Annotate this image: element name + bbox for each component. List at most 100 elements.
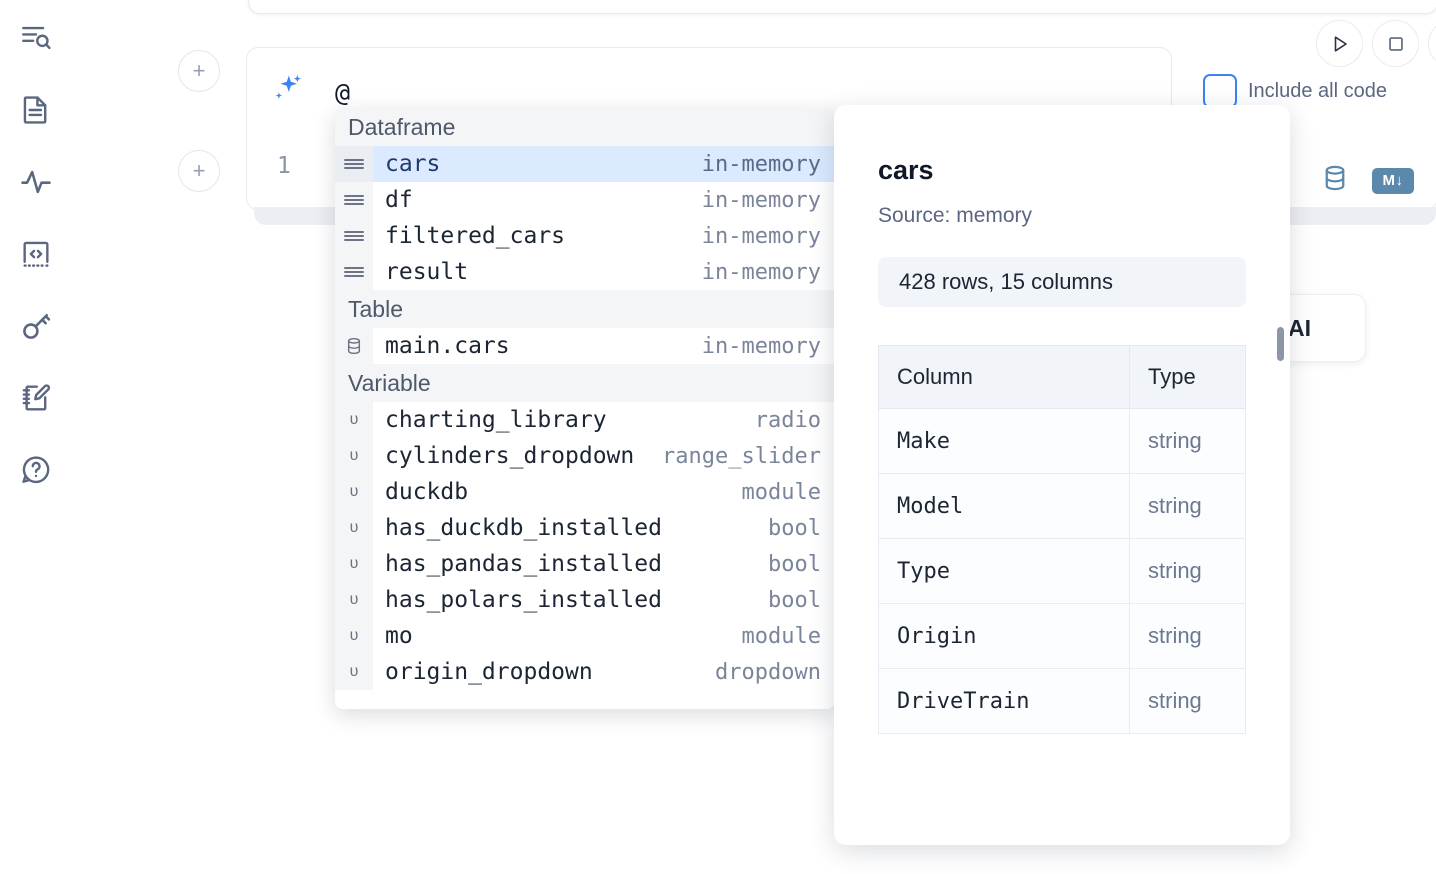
code-snippets-icon[interactable]	[16, 234, 56, 274]
autocomplete-item[interactable]: υ has_pandas_installed bool	[335, 546, 835, 582]
autocomplete-group-header: Dataframe	[335, 108, 835, 146]
dataframe-icon	[335, 182, 373, 218]
include-all-code-checkbox[interactable]: Include all code	[1203, 74, 1387, 108]
variable-icon: υ	[335, 654, 373, 690]
ai-action-label: AI	[1288, 314, 1311, 341]
table-cell-column: Model	[878, 473, 1130, 539]
autocomplete-item-type: in-memory	[701, 151, 821, 177]
autocomplete-item-type: bool	[768, 551, 821, 577]
autocomplete-item-name: filtered_cars	[385, 223, 566, 249]
database-icon[interactable]	[1320, 163, 1350, 198]
variable-icon: υ	[335, 474, 373, 510]
variable-icon: υ	[335, 438, 373, 474]
dataframe-icon	[335, 254, 373, 290]
autocomplete-item[interactable]: filtered_cars in-memory	[335, 218, 835, 254]
dataframe-icon	[335, 218, 373, 254]
autocomplete-item-name: df	[385, 187, 413, 213]
autocomplete-item-type: in-memory	[701, 187, 821, 213]
autocomplete-item-type: module	[741, 623, 821, 649]
table-column-header: Type	[1129, 345, 1246, 409]
detail-shape-badge: 428 rows, 15 columns	[878, 257, 1246, 307]
detail-title: cars	[878, 155, 934, 185]
autocomplete-item-type: bool	[768, 515, 821, 541]
autocomplete-item-name: cars	[385, 151, 441, 177]
notebook-file-icon[interactable]	[16, 90, 56, 130]
autocomplete-group-header: Variable	[335, 364, 835, 402]
table-cell-column: Origin	[878, 603, 1130, 669]
autocomplete-item-name: charting_library	[385, 407, 607, 433]
autocomplete-item-name: cylinders_dropdown	[385, 443, 635, 469]
stop-button[interactable]	[1372, 20, 1419, 67]
variable-icon: υ	[335, 510, 373, 546]
autocomplete-item-type: bool	[768, 587, 821, 613]
scratchpad-icon[interactable]	[16, 378, 56, 418]
autocomplete-item[interactable]: υ cylinders_dropdown range_slider	[335, 438, 835, 474]
autocomplete-item-name: has_polars_installed	[385, 587, 662, 613]
autocomplete-item-name: origin_dropdown	[385, 659, 593, 685]
autocomplete-item-name: has_pandas_installed	[385, 551, 662, 577]
database-icon	[335, 328, 373, 364]
help-icon[interactable]	[16, 450, 56, 490]
autocomplete-item-type: in-memory	[701, 223, 821, 249]
table-column-header: Column	[878, 345, 1130, 409]
completion-detail-panel: cars Source: memory 428 rows, 15 columns…	[834, 105, 1290, 845]
autocomplete-item[interactable]: df in-memory	[335, 182, 835, 218]
table-cell-type: string	[1129, 408, 1246, 474]
markdown-badge-letter: M	[1382, 172, 1396, 189]
variable-icon: υ	[335, 618, 373, 654]
autocomplete-item-type: in-memory	[701, 333, 821, 359]
left-icon-rail	[0, 0, 70, 874]
autocomplete-item-name: mo	[385, 623, 413, 649]
more-actions-button[interactable]	[1428, 20, 1436, 67]
cell-toolbar: M↓	[1320, 163, 1414, 198]
autocomplete-item[interactable]: υ origin_dropdown dropdown	[335, 654, 835, 690]
autocomplete-item-type: radio	[754, 407, 821, 433]
checkbox-box[interactable]	[1203, 74, 1237, 108]
table-cell-column: DriveTrain	[878, 668, 1130, 734]
previous-cell-panel	[248, 0, 1436, 14]
autocomplete-item-type: dropdown	[715, 659, 821, 685]
autocomplete-item[interactable]: main.cars in-memory	[335, 328, 835, 364]
explore-files-icon[interactable]	[16, 18, 56, 58]
autocomplete-group-header: Table	[335, 290, 835, 328]
table-cell-column: Type	[878, 538, 1130, 604]
autocomplete-item[interactable]: result in-memory	[335, 254, 835, 290]
variable-icon: υ	[335, 546, 373, 582]
sparkle-icon	[269, 72, 305, 108]
autocomplete-item-name: duckdb	[385, 479, 469, 505]
markdown-badge-icon[interactable]: M↓	[1372, 167, 1414, 194]
autocomplete-item[interactable]: cars in-memory	[335, 146, 835, 182]
autocomplete-item-type: module	[741, 479, 821, 505]
add-cell-button-bottom[interactable]: +	[178, 150, 220, 192]
autocomplete-item-type: in-memory	[701, 259, 821, 285]
dataframe-icon	[335, 146, 373, 182]
add-cell-plus-label: +	[192, 58, 206, 83]
autocomplete-item-name: result	[385, 259, 469, 285]
secrets-key-icon[interactable]	[16, 306, 56, 346]
add-cell-plus-label: +	[192, 158, 206, 183]
table-cell-type: string	[1129, 473, 1246, 539]
table-cell-type: string	[1129, 603, 1246, 669]
activity-icon[interactable]	[16, 162, 56, 202]
autocomplete-item-type: range_slider	[662, 443, 821, 469]
run-button[interactable]	[1316, 20, 1363, 67]
table-cell-type: string	[1129, 538, 1246, 604]
autocomplete-item-name: main.cars	[385, 333, 510, 359]
detail-source: Source: memory	[878, 204, 1033, 227]
markdown-badge-arrow: ↓	[1395, 172, 1404, 189]
add-cell-button-top[interactable]: +	[178, 50, 220, 92]
detail-scrollbar-thumb[interactable]	[1277, 327, 1284, 361]
